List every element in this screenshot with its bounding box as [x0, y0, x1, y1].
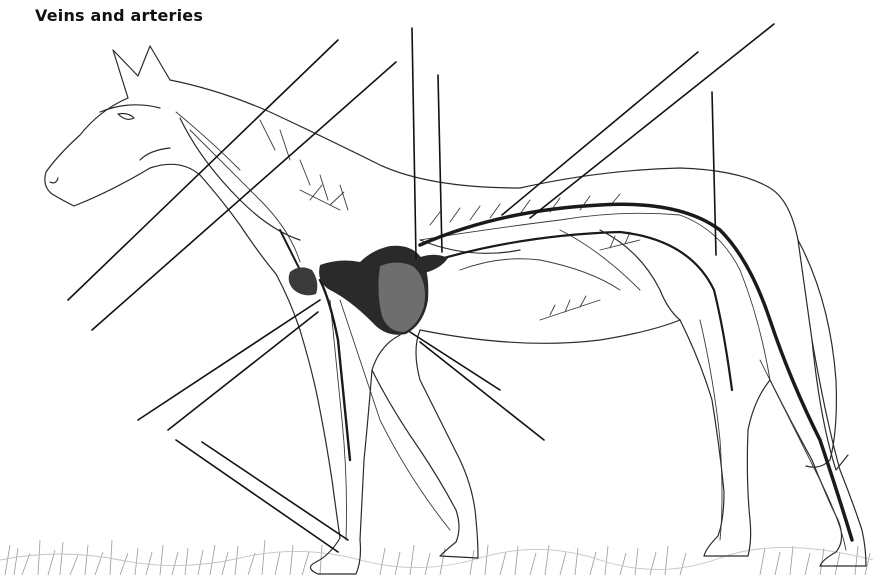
heart: [289, 246, 448, 335]
label-line: [712, 92, 716, 255]
label-line: [138, 300, 320, 420]
label-line: [438, 75, 442, 252]
grass: [0, 540, 873, 575]
label-line: [420, 342, 544, 440]
label-line: [68, 40, 338, 300]
horse-outline: [45, 46, 866, 574]
label-line: [168, 312, 318, 430]
label-line: [502, 52, 698, 215]
label-line: [530, 24, 774, 218]
label-line: [176, 440, 338, 552]
label-line: [202, 442, 348, 540]
label-line: [412, 28, 416, 258]
